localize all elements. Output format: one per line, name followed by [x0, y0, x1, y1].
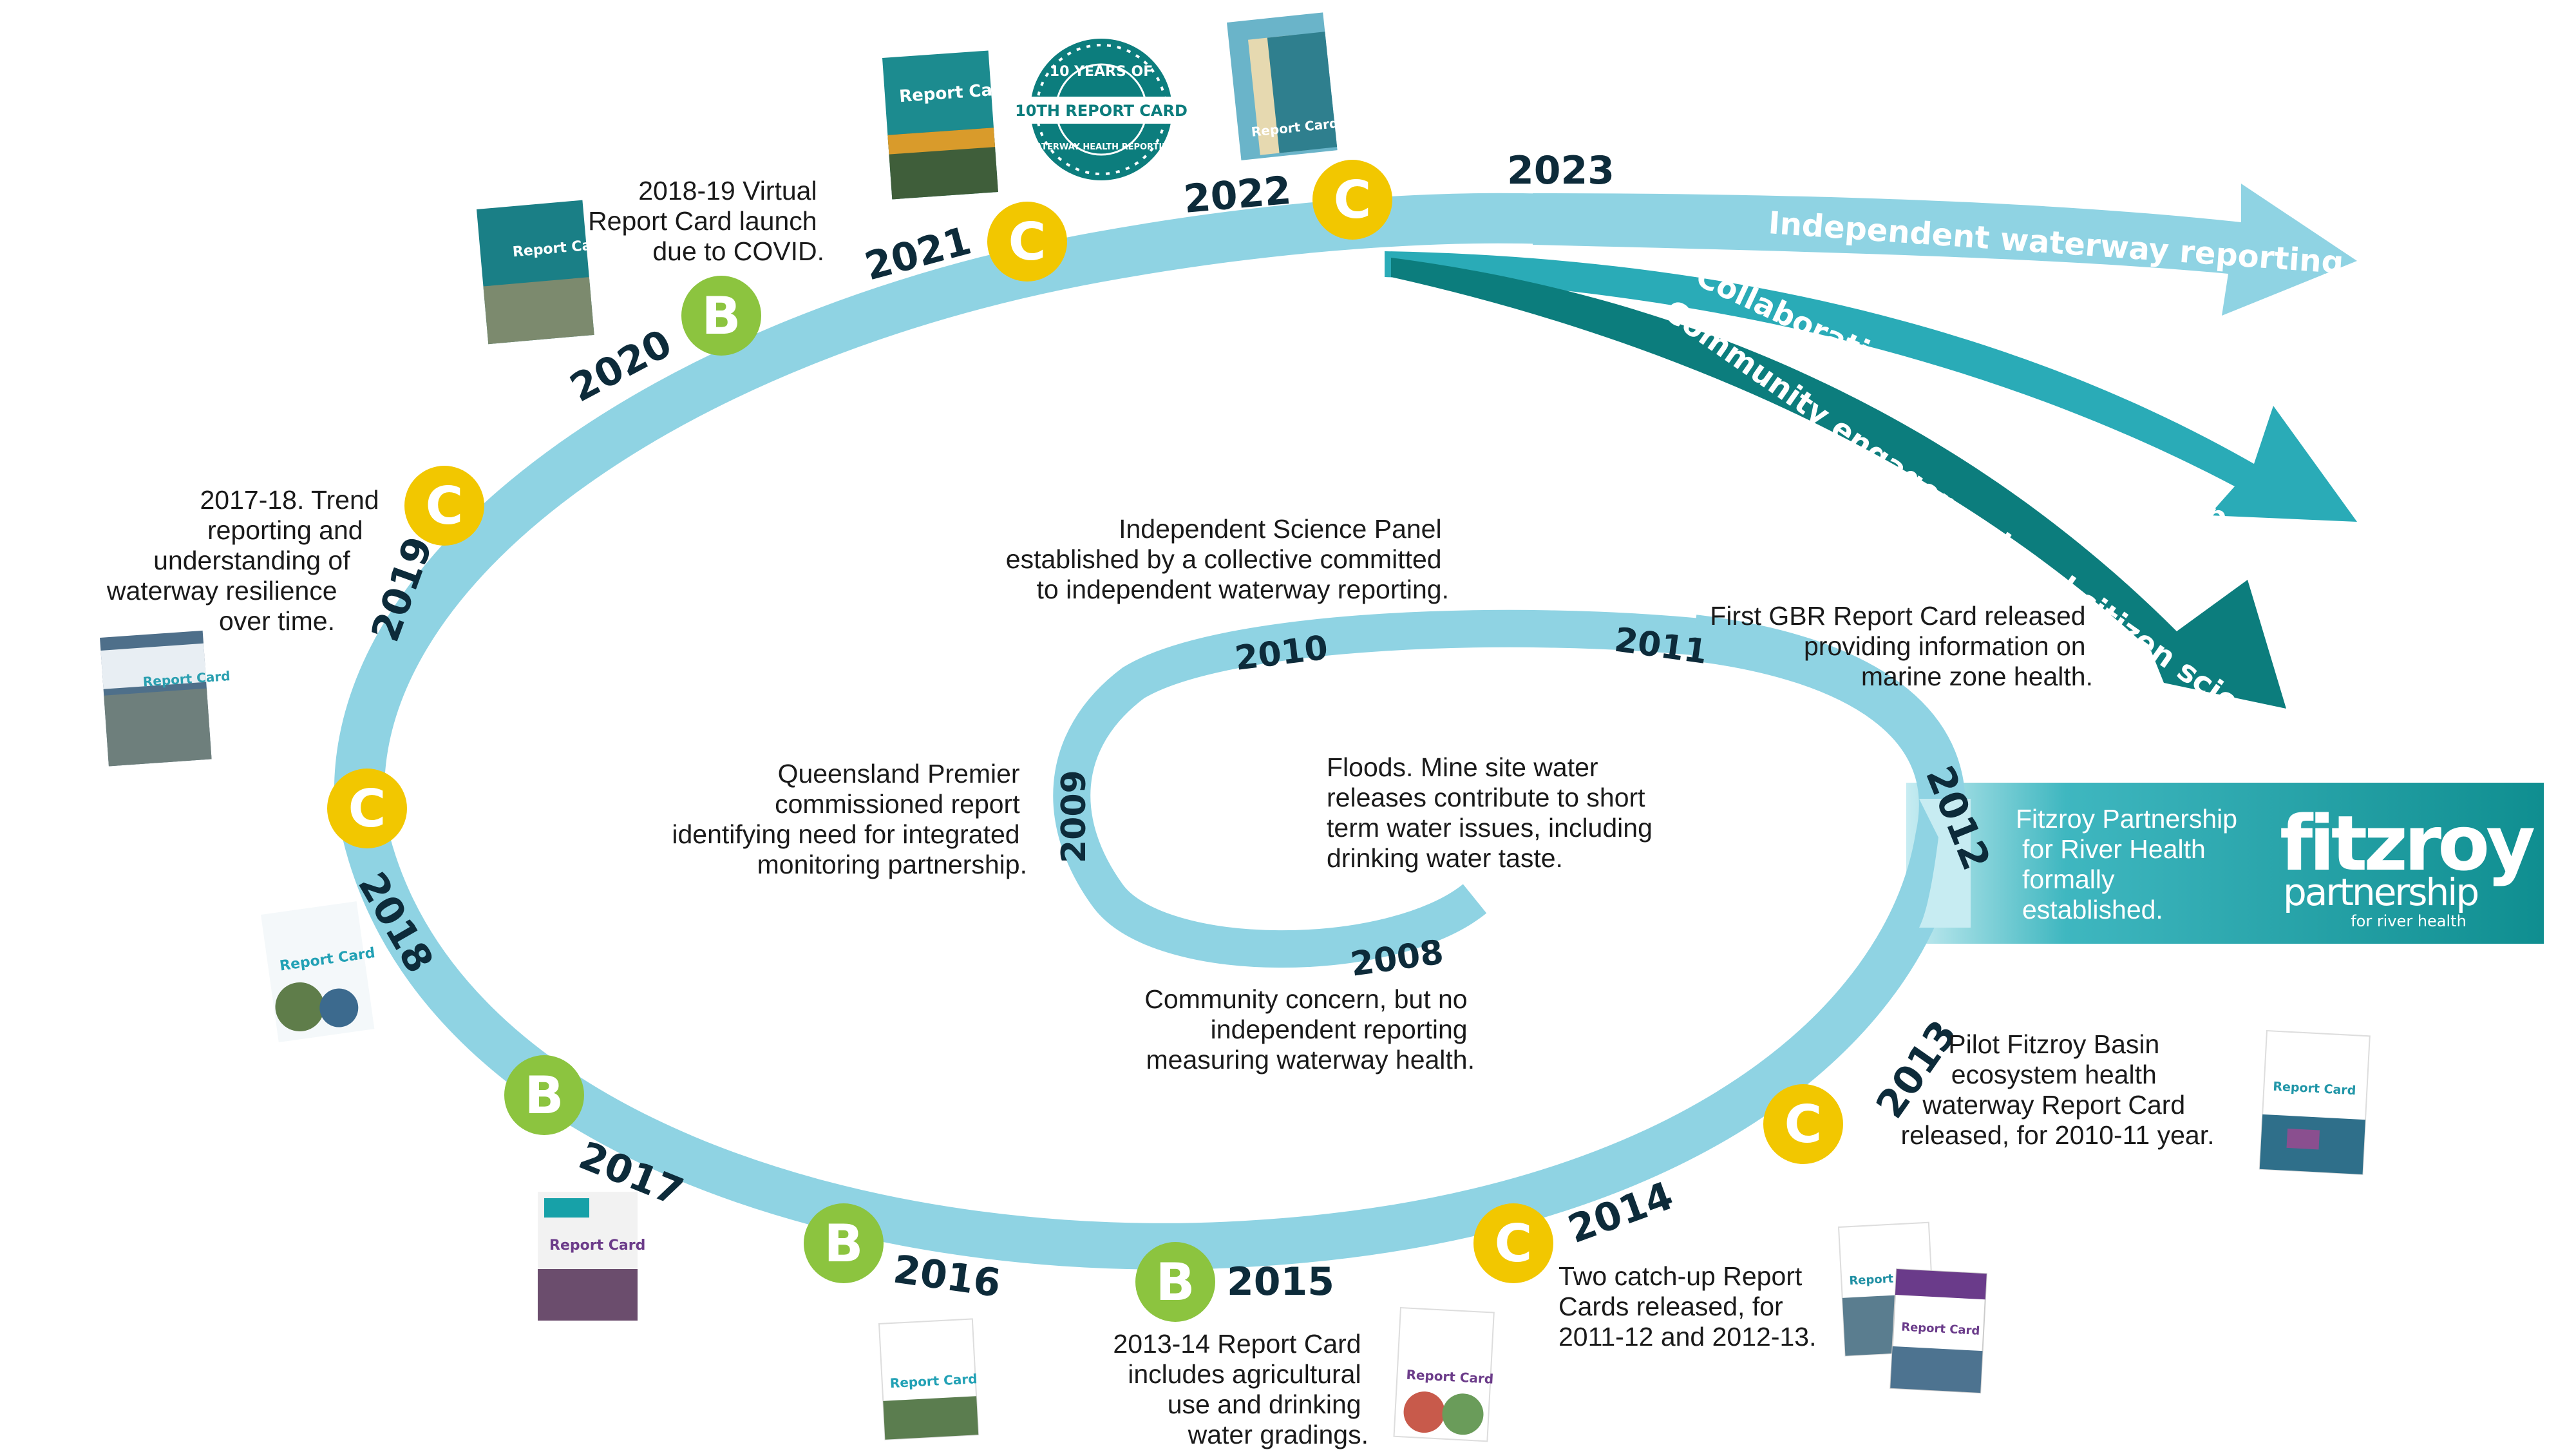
logo-main: fitzroy [2280, 799, 2534, 888]
svg-text:B: B [1156, 1252, 1195, 1312]
logo-sub: partnership [2283, 870, 2477, 914]
grade-badge-2022: C [1312, 160, 1392, 240]
ten-years-seal: 10 YEARS OF 10TH REPORT CARD WATERWAY HE… [1011, 39, 1191, 180]
fitzroy-logo: fitzroy partnership for river health [2280, 799, 2538, 930]
svg-text:Report Card: Report Card [549, 1237, 645, 1254]
report-card-thumbnails: Report Card Report Card Report Card Repo… [100, 12, 2371, 1442]
svg-text:B: B [525, 1065, 564, 1125]
seal-band: 10TH REPORT CARD [1015, 102, 1188, 120]
report-thumbnail-2014-15: Report Card [878, 1318, 980, 1440]
note-2012: Fitzroy Partnership for River Health for… [2016, 804, 2244, 924]
outer-spiral-lower [337, 615, 1965, 1270]
arrow-independent-reporting [1533, 184, 2357, 316]
year-2009: 2009 [1055, 770, 1094, 863]
report-thumbnail-2010-11: Report Card [2259, 1029, 2371, 1176]
year-2022: 2022 [1182, 168, 1293, 222]
svg-text:B: B [824, 1214, 864, 1274]
grade-badge-2015: B [1135, 1242, 1215, 1322]
timeline-notes: Community concern, but no independent re… [106, 176, 2244, 1449]
year-2023: 2023 [1507, 148, 1615, 193]
report-thumbnail-2020-21: Report Card [882, 50, 1013, 200]
grade-badge-2020: B [681, 276, 761, 356]
report-thumbnail-2013-14: Report Card [1393, 1306, 1495, 1442]
note-2013: Pilot Fitzroy Basin ecosystem health wat… [1901, 1029, 2215, 1150]
grade-badge-2016: B [804, 1203, 884, 1283]
note-2010-floods: Floods. Mine site water releases contrib… [1327, 752, 1660, 873]
banner-join [1919, 799, 1971, 928]
svg-text:C: C [1009, 212, 1046, 272]
arrow-community [1391, 258, 2286, 709]
svg-text:C: C [1495, 1214, 1533, 1274]
report-thumbnail-2021-22: Report Card [1227, 12, 1339, 160]
grade-badge-2021: C [987, 202, 1067, 282]
grade-badge-2014: C [1473, 1203, 1553, 1283]
grade-badge-2017: B [504, 1055, 584, 1135]
seal-bottom: WATERWAY HEALTH REPORTING [1027, 142, 1175, 152]
seal-top: 10 YEARS OF [1050, 64, 1153, 80]
svg-text:C: C [348, 779, 386, 839]
note-2010: Independent Science Panel established by… [1006, 514, 1449, 604]
svg-text:C: C [426, 476, 464, 536]
svg-text:C: C [1785, 1094, 1823, 1154]
svg-text:C: C [1334, 170, 1372, 230]
report-thumbnail-2012-13: Report Card [1889, 1268, 1987, 1394]
note-2019: 2017-18. Trend reporting and understandi… [106, 485, 386, 636]
note-2015: 2013-14 Report Card includes agricultura… [1113, 1329, 1368, 1449]
report-thumbnail-2015-16: Report Card [538, 1192, 645, 1321]
year-2015: 2015 [1227, 1259, 1334, 1304]
note-2020: 2018-19 Virtual Report Card launch due t… [588, 176, 824, 266]
grade-badge-2019: C [404, 466, 484, 546]
inner-spiral-track [1053, 609, 1709, 968]
report-thumbnail-2017-18: Report Card [100, 630, 231, 767]
grade-badge-2018: C [327, 769, 407, 848]
outer-spiral-upper [334, 193, 1547, 821]
partnership-banner [1906, 783, 2544, 944]
note-2008: Community concern, but no independent re… [1144, 984, 1475, 1075]
note-2014: Two catch-up Report Cards released, for … [1558, 1261, 1816, 1352]
banner-background [1906, 783, 2544, 944]
note-2009: Queensland Premier commissioned report i… [672, 759, 1027, 879]
grade-badge-2013: C [1763, 1084, 1843, 1164]
timeline-spiral [334, 193, 1971, 1270]
report-thumbnail-2016-17: Report Card [261, 901, 376, 1043]
note-2011: First GBR Report Card released providing… [1710, 601, 2093, 691]
grade-badges: C C B B B C C B [327, 160, 1843, 1322]
svg-text:B: B [702, 286, 741, 346]
logo-tag: for river health [2351, 912, 2467, 930]
